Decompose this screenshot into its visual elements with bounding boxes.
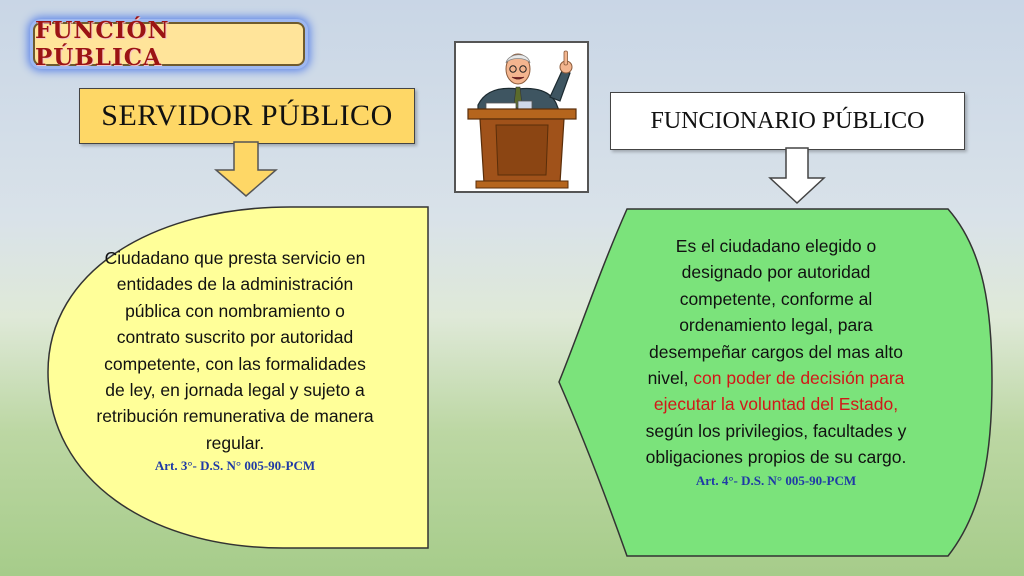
funcionario-definition-bubble [558, 208, 993, 557]
down-arrow-left [213, 141, 279, 197]
funcionario-publico-heading: FUNCIONARIO PÚBLICO [610, 92, 965, 150]
servidor-definition: Ciudadano que presta servicio en entidad… [96, 245, 374, 474]
funcionario-definition-text: Es el ciudadano elegido o designado por … [636, 233, 916, 471]
speaker-at-podium-icon [467, 50, 577, 189]
funcionario-legal-reference: Art. 4°- D.S. N° 005-90-PCM [695, 472, 857, 488]
servidor-legal-reference: Art. 3°- D.S. N° 005-90-PCM [154, 458, 316, 474]
down-arrow-right [768, 147, 826, 205]
funcionario-definition: Es el ciudadano elegido o designado por … [636, 233, 916, 489]
funcionario-definition-highlight: con poder de decisión para ejecutar la v… [653, 368, 905, 415]
speaker-at-podium-illustration [454, 41, 589, 193]
servidor-definition-text: Ciudadano que presta servicio en entidad… [96, 248, 374, 453]
servidor-definition-bubble [47, 206, 429, 549]
funcionario-definition-part1: Es el ciudadano elegido o designado por … [647, 236, 903, 389]
funcionario-definition-part2: según los privilegios, facultades y obli… [645, 420, 907, 468]
servidor-publico-heading: SERVIDOR PÚBLICO [79, 88, 415, 144]
